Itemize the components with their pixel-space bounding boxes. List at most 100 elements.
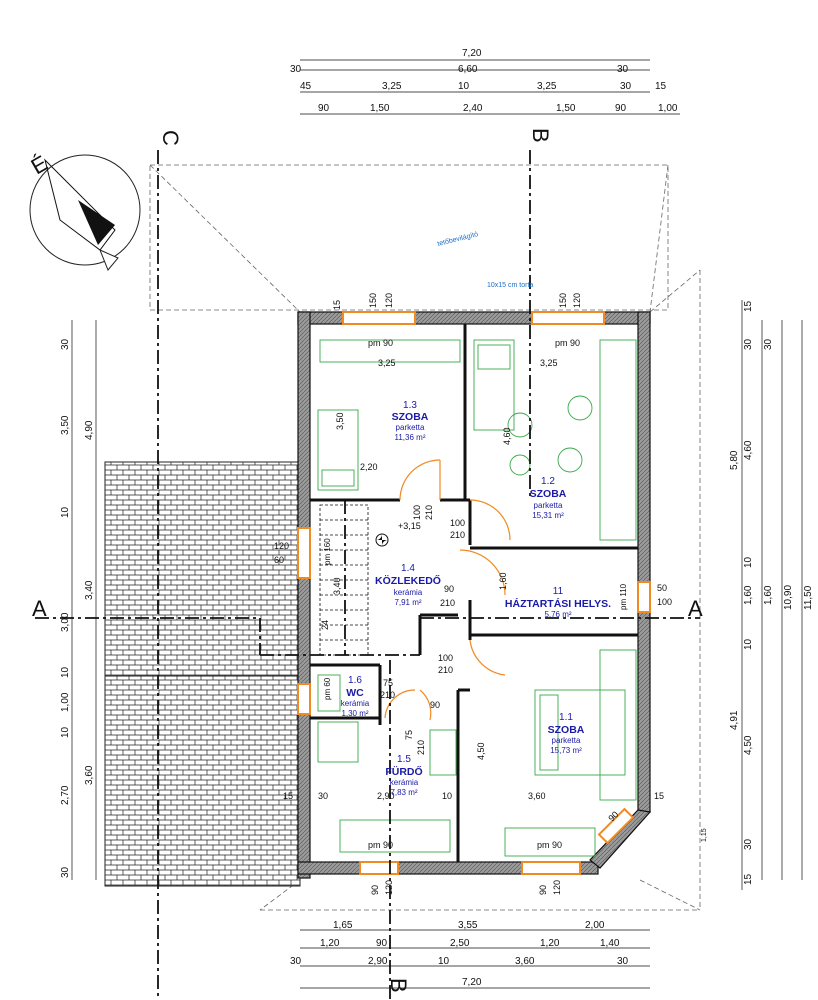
dim-bot-r1-1: 3,55 <box>458 920 478 931</box>
svg-text:15,31 m²: 15,31 m² <box>532 511 564 520</box>
staircase <box>319 504 369 656</box>
dim-top-r2-2: 30 <box>617 64 629 75</box>
compass-letter: É <box>27 150 52 179</box>
svg-text:11,36 m²: 11,36 m² <box>395 433 426 442</box>
svg-text:150: 150 <box>368 293 378 308</box>
top-dimension-lines <box>300 59 680 115</box>
dim-top-r3-1: 3,25 <box>382 81 402 92</box>
dim-top-r2-1: 6,60 <box>458 64 478 75</box>
room-1-4-label: 1.4 KÖZLEKEDŐ kerámia 7,91 m² <box>375 563 441 607</box>
doors <box>384 459 511 721</box>
dim-bot-r1-2: 2,00 <box>585 920 605 931</box>
svg-text:KÖZLEKEDŐ: KÖZLEKEDŐ <box>375 574 441 587</box>
svg-text:1,60: 1,60 <box>498 572 508 590</box>
axis-label-a-right: A <box>688 596 703 621</box>
dim-right-b0: 30 <box>763 338 774 350</box>
dim-top-r3-5: 15 <box>655 81 667 92</box>
svg-text:24: 24 <box>320 620 330 630</box>
svg-text:150: 150 <box>558 293 568 308</box>
dim-left-i5: 1,00 <box>60 692 71 712</box>
furniture <box>317 339 637 857</box>
svg-text:5,76 m²: 5,76 m² <box>544 610 571 619</box>
svg-text:100: 100 <box>657 597 672 607</box>
svg-text:1.1: 1.1 <box>559 712 573 723</box>
dim-bot-r2-2: 2,50 <box>450 938 470 949</box>
svg-text:kerámia: kerámia <box>394 588 423 597</box>
svg-text:SZOBA: SZOBA <box>392 411 429 423</box>
svg-text:100: 100 <box>438 653 453 663</box>
room-1-3-label: 1.3 SZOBA parketta 11,36 m² <box>392 400 429 442</box>
svg-text:120: 120 <box>384 293 394 308</box>
dim-right-a6: 4,50 <box>743 735 754 755</box>
svg-text:60: 60 <box>274 555 284 565</box>
dim-right-a8: 15 <box>743 873 754 885</box>
dim-left-i6: 10 <box>60 726 71 738</box>
svg-text:10x15 cm torta: 10x15 cm torta <box>487 282 533 289</box>
dim-right-a2: 4,60 <box>743 440 754 460</box>
svg-text:SZOBA: SZOBA <box>548 724 585 736</box>
room-1-5-label: 1.5 FÜRDŐ kerámia 7,83 m² <box>385 754 422 797</box>
svg-text:100: 100 <box>450 518 465 528</box>
svg-text:210: 210 <box>450 530 465 540</box>
svg-text:1,30 m²: 1,30 m² <box>341 709 368 718</box>
dim-top-r3-2: 10 <box>458 81 470 92</box>
dim-left-o2: 3,60 <box>84 765 95 785</box>
dim-bot-r3-2: 10 <box>438 956 450 967</box>
svg-text:parketta: parketta <box>552 736 581 745</box>
svg-text:15: 15 <box>332 300 342 310</box>
dim-left-i3: 3,00 <box>60 612 71 632</box>
windows <box>297 311 651 875</box>
dim-left-i1: 3,50 <box>60 415 71 435</box>
svg-text:HÁZTARTÁSI HELYS.: HÁZTARTÁSI HELYS. <box>505 597 611 610</box>
svg-text:210: 210 <box>424 505 434 520</box>
svg-text:120: 120 <box>384 880 394 895</box>
axis-label-b-top: B <box>528 128 553 143</box>
dim-right-a0: 15 <box>743 300 754 312</box>
dim-left-i7: 2,70 <box>60 785 71 805</box>
dim-bot-r4-0: 7,20 <box>462 977 482 988</box>
dim-top-r3-3: 3,25 <box>537 81 557 92</box>
axis-label-c-top: C <box>158 130 183 146</box>
svg-text:3,25: 3,25 <box>378 358 396 368</box>
svg-text:1.3: 1.3 <box>403 400 417 411</box>
room-11-label: 11 HÁZTARTÁSI HELYS. 5,76 m² <box>505 586 611 619</box>
svg-text:120: 120 <box>552 880 562 895</box>
svg-text:210: 210 <box>380 690 395 700</box>
dim-top-r4-0: 90 <box>318 103 330 114</box>
svg-text:4,50: 4,50 <box>476 742 486 760</box>
svg-text:75: 75 <box>404 730 414 740</box>
dim-left-i8: 30 <box>60 866 71 878</box>
svg-text:kerámia: kerámia <box>390 778 419 787</box>
dim-right-a5: 10 <box>743 638 754 650</box>
room-1-2-label: 1.2 SZOBA parketta 15,31 m² <box>530 476 567 520</box>
dim-top-r4-3: 1,50 <box>556 103 576 114</box>
svg-text:100: 100 <box>412 505 422 520</box>
dim-top-r3-4: 30 <box>620 81 632 92</box>
dim-right-b1: 5,80 <box>729 450 740 470</box>
dim-top-r4-4: 90 <box>615 103 627 114</box>
svg-text:pm 90: pm 90 <box>368 840 393 850</box>
room-1-1-label: 1.1 SZOBA parketta 15,73 m² <box>548 712 585 755</box>
dim-left-o1: 3,40 <box>84 580 95 600</box>
svg-text:kerámia: kerámia <box>341 699 370 708</box>
axis-label-b-bottom: B <box>386 978 411 993</box>
dim-bot-r2-1: 90 <box>376 938 388 949</box>
svg-text:FÜRDŐ: FÜRDŐ <box>385 765 422 778</box>
svg-text:3,25: 3,25 <box>540 358 558 368</box>
svg-text:1.4: 1.4 <box>401 563 415 574</box>
svg-text:parketta: parketta <box>396 423 425 432</box>
dim-right-a7: 30 <box>743 838 754 850</box>
svg-text:1.6: 1.6 <box>348 675 362 686</box>
svg-text:90: 90 <box>538 885 548 895</box>
dim-bot-r2-4: 1,40 <box>600 938 620 949</box>
interior-annotations: pm 90 pm 90 pm 90 pm 90 3,25 3,25 3,50 4… <box>274 231 672 895</box>
svg-text:+3,15: +3,15 <box>398 521 421 531</box>
svg-text:tetőbevilágító: tetőbevilágító <box>437 231 479 248</box>
svg-text:15,73 m²: 15,73 m² <box>550 746 582 755</box>
level-marker-icon <box>375 533 389 547</box>
dim-bot-r3-0: 30 <box>290 956 302 967</box>
svg-text:15: 15 <box>283 791 293 801</box>
svg-text:3,50: 3,50 <box>335 412 345 430</box>
right-dimension-lines <box>741 300 803 890</box>
svg-text:90: 90 <box>444 584 454 594</box>
